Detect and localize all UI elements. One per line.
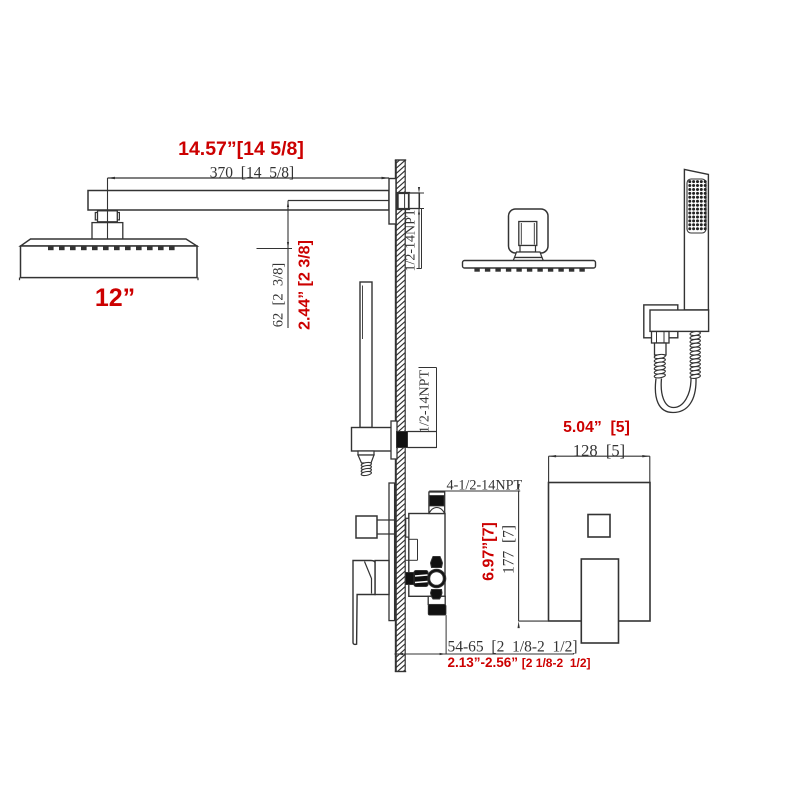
svg-text:1/2-14NPT: 1/2-14NPT (418, 370, 433, 433)
svg-text:12”: 12” (95, 284, 135, 312)
svg-text:370 [14 5/8]: 370 [14 5/8] (210, 165, 294, 182)
svg-text:5.04” [5]: 5.04” [5] (563, 419, 630, 436)
svg-text:4-1/2-14NPT: 4-1/2-14NPT (447, 478, 523, 494)
svg-text:14.57”[14 5/8]: 14.57”[14 5/8] (178, 138, 304, 160)
svg-text:6.97”[7]: 6.97”[7] (481, 522, 498, 581)
svg-text:62 [2 3/8]: 62 [2 3/8] (271, 263, 287, 327)
svg-text:1/2-14NPT: 1/2-14NPT (404, 208, 419, 271)
svg-text:128 [5]: 128 [5] (573, 441, 625, 460)
svg-text:177 [7]: 177 [7] (501, 525, 518, 574)
svg-text:2.13”-2.56” [2 1/8-2 1/2]: 2.13”-2.56” [2 1/8-2 1/2] (448, 655, 591, 670)
svg-text:54-65 [2 1/8-2 1/2]: 54-65 [2 1/8-2 1/2] (448, 639, 578, 656)
svg-text:2.44” [2 3/8]: 2.44” [2 3/8] (297, 240, 314, 330)
